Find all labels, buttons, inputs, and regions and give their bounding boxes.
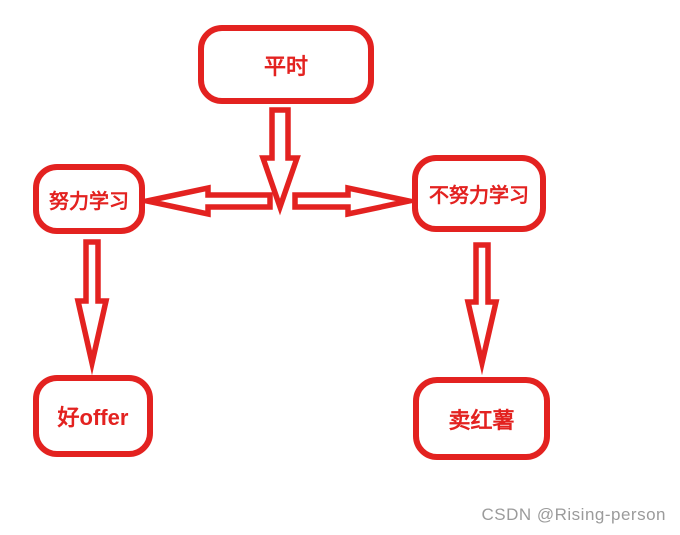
node-nuli: 努力学习 [33, 164, 145, 234]
watermark: CSDN @Rising-person [481, 505, 666, 524]
arrow-down-from-bunuli-icon [464, 242, 500, 376]
arrow-left-to-nuli-icon [133, 184, 273, 218]
node-nuli-label: 努力学习 [49, 190, 129, 213]
arrow-right-to-bunuli-icon [292, 184, 423, 218]
arrow-down-from-nuli-icon [74, 239, 110, 376]
node-bunuli-label: 不努力学习 [429, 185, 529, 207]
node-pingshi: 平时 [198, 25, 374, 104]
node-offer-label: 好offer [57, 405, 129, 430]
node-offer: 好offer [33, 375, 153, 457]
node-pingshi-label: 平时 [263, 53, 308, 79]
node-hongshu-label: 卖红薯 [448, 407, 515, 433]
arrow-down-from-pingshi-icon [259, 107, 301, 216]
node-bunuli: 不努力学习 [412, 155, 546, 232]
node-hongshu: 卖红薯 [413, 377, 550, 460]
